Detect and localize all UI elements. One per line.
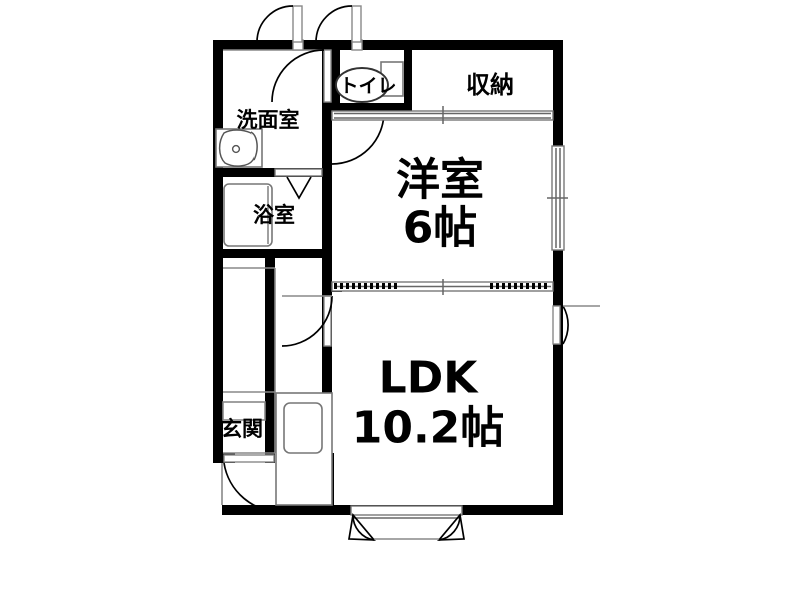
ldk-hall-door-swing xyxy=(281,295,333,347)
wash-basin-drain xyxy=(231,144,241,154)
washroom-top-door-leaf xyxy=(292,5,303,43)
toilet-door[interactable] xyxy=(315,5,363,51)
bathtub-icon xyxy=(223,183,273,247)
wall-bath-top xyxy=(213,168,323,177)
washroom-top-door[interactable] xyxy=(256,5,304,51)
shoe-cabinet-body xyxy=(222,401,266,421)
toilet-seat xyxy=(335,67,389,103)
room-label-entrance: 玄関 xyxy=(221,417,263,441)
ldk-window-left-swing xyxy=(352,514,375,541)
ldk-side-door-swing xyxy=(562,305,569,345)
toilet-door-swing xyxy=(315,5,353,43)
fixture-group xyxy=(215,61,404,506)
opening-group xyxy=(223,5,600,541)
bathroom-door-track xyxy=(274,168,323,177)
room-label-ldk: LDK xyxy=(379,353,480,404)
wall-right-lower xyxy=(553,290,563,515)
toilet-hall-door-swing xyxy=(331,111,385,165)
toilet-door-leaf xyxy=(351,5,362,43)
ldk-window-right-sash xyxy=(437,513,465,541)
washroom-hall-door-leaf xyxy=(323,49,332,103)
entrance-door[interactable] xyxy=(223,454,283,513)
ldk-window[interactable] xyxy=(348,505,465,541)
entrance-door-swing xyxy=(223,462,283,513)
ldk-window-right-swing xyxy=(438,514,461,541)
ldk-window-frame xyxy=(350,505,463,516)
ldk-hall-door[interactable] xyxy=(281,295,333,347)
shoe-cabinet-icon xyxy=(222,401,266,421)
wall-toilet-bottom xyxy=(332,103,412,112)
wall-toilet-right xyxy=(404,50,412,110)
bedroom-sliding-hatching xyxy=(334,283,547,289)
room-label-toilet: トイレ xyxy=(339,75,396,97)
bathtub-basin xyxy=(223,183,273,247)
kitchen-counter-icon xyxy=(275,392,333,506)
ldk-side-door-leaf xyxy=(552,305,561,345)
wash-basin-rim xyxy=(250,131,258,161)
wall-hall-left xyxy=(265,258,275,463)
ldk-side-door[interactable] xyxy=(552,305,600,345)
wall-porch-bottom xyxy=(222,505,334,515)
room-label-bathroom: 浴室 xyxy=(253,203,295,227)
wall-bath-bottom xyxy=(213,249,332,258)
room-size-ldk: 10.2帖 xyxy=(352,403,505,454)
room-label-bedroom: 洋室 xyxy=(396,155,484,206)
toilet-bowl-icon xyxy=(335,61,404,103)
wash-basin-icon xyxy=(215,128,263,168)
room-label-washroom: 洗面室 xyxy=(237,108,300,132)
closet-sliding[interactable] xyxy=(331,106,554,124)
wall-toilet-left xyxy=(332,50,340,110)
wall-hall-right-upper xyxy=(322,40,332,290)
room-label-group: 洗面室 トイレ 収納 浴室 洋室 6帖 LDK 10.2帖 玄関 xyxy=(221,71,514,454)
entrance-door-leaf xyxy=(223,454,275,463)
wall-left-lower xyxy=(213,258,223,463)
bedroom-window[interactable] xyxy=(547,145,568,251)
room-label-closet: 収納 xyxy=(466,71,514,99)
washroom-hall-door[interactable] xyxy=(271,49,332,103)
wall-top-outer xyxy=(213,40,563,50)
washroom-top-door-swing xyxy=(256,5,294,43)
room-size-bedroom: 6帖 xyxy=(403,203,478,254)
bedroom-sliding[interactable] xyxy=(331,279,554,295)
interior-line-group xyxy=(221,49,322,505)
kitchen-sink xyxy=(283,402,323,454)
ldk-window-left-sash xyxy=(348,513,376,541)
bathroom-door[interactable] xyxy=(274,168,323,200)
bathroom-door-fold xyxy=(286,176,312,200)
washroom-hall-door-swing xyxy=(271,49,325,103)
